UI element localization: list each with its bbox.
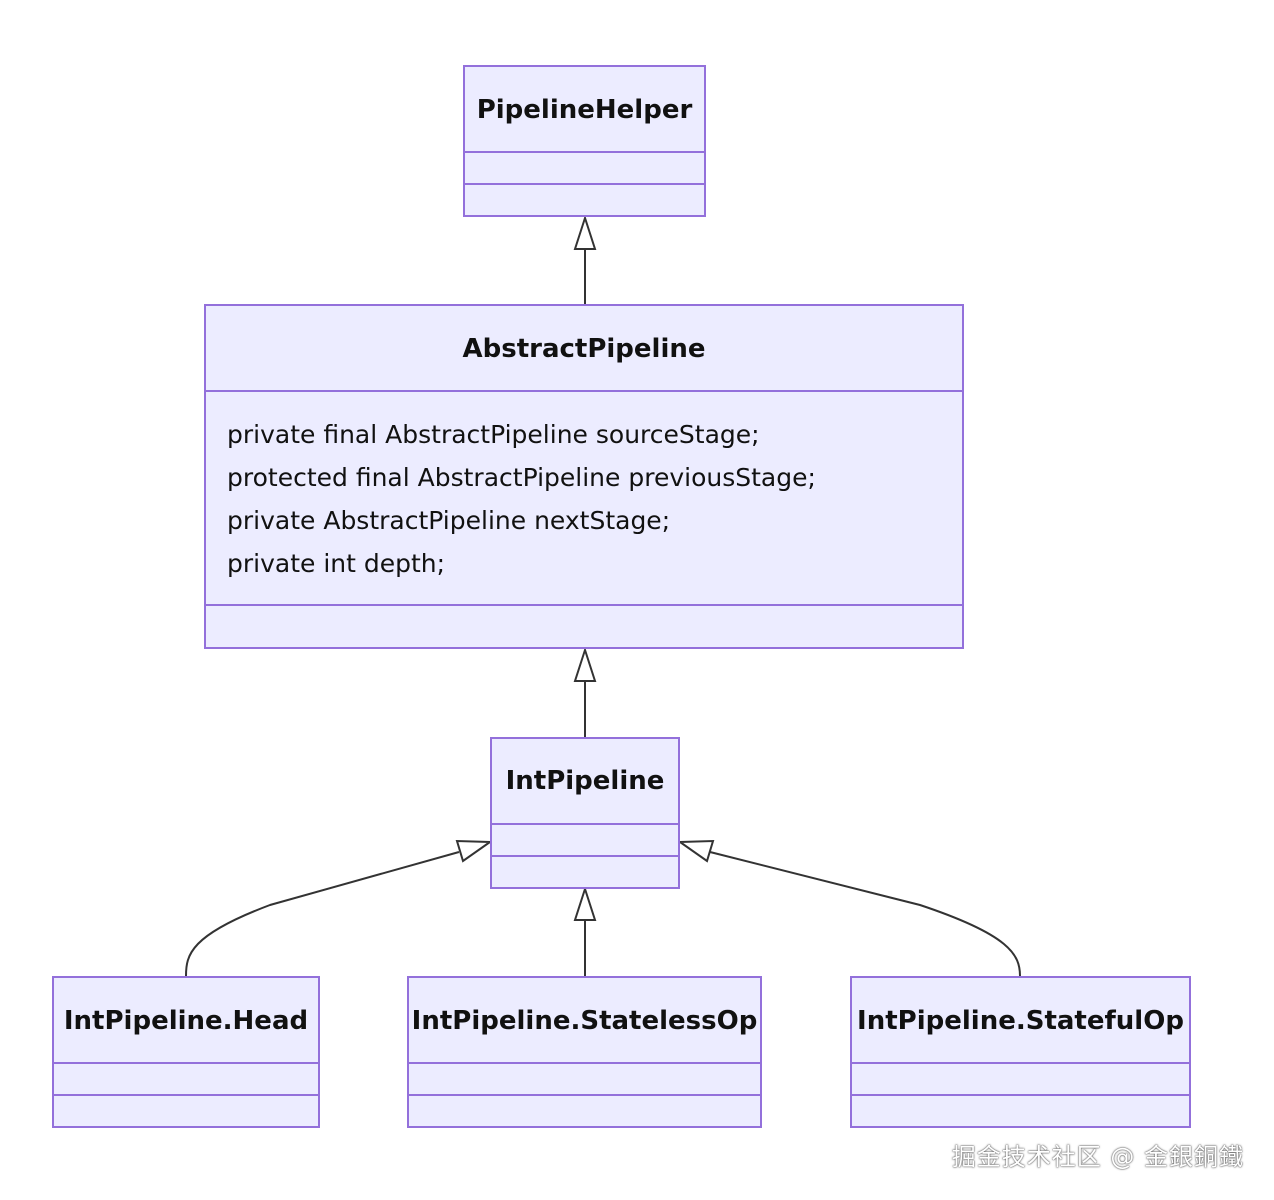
attribute-source-stage: private final AbstractPipeline sourceSta…	[227, 420, 760, 449]
inheritance-arrowhead	[573, 646, 597, 682]
attribute-depth: private int depth;	[227, 549, 445, 578]
class-pipelinehelper[interactable]: PipelineHelper	[463, 65, 706, 217]
edge-intpipeline-to-abstractpipeline	[573, 646, 597, 737]
class-intpipeline-statelessop[interactable]: IntPipeline.StatelessOp	[407, 976, 762, 1128]
edge-statefulop-to-intpipeline	[676, 839, 1021, 977]
edge-statelessop-to-intpipeline	[573, 885, 597, 976]
class-title: IntPipeline.StatelessOp	[412, 1006, 758, 1036]
watermark: 掘金技术社区 @ 金銀銅鐵	[951, 1143, 1244, 1171]
class-intpipeline-statefulop[interactable]: IntPipeline.StatefulOp	[850, 976, 1191, 1128]
inheritance-arrowhead	[676, 839, 715, 863]
class-title: AbstractPipeline	[462, 334, 705, 364]
class-intpipeline[interactable]: IntPipeline	[490, 737, 680, 889]
inheritance-arrowhead	[455, 839, 494, 863]
class-title: IntPipeline	[506, 766, 665, 796]
class-title: PipelineHelper	[477, 95, 693, 125]
class-intpipeline-head[interactable]: IntPipeline.Head	[52, 976, 320, 1128]
edge-abstractpipeline-to-pipelinehelper	[573, 214, 597, 305]
inheritance-arrowhead	[573, 214, 597, 250]
class-title: IntPipeline.Head	[64, 1006, 308, 1036]
class-abstractpipeline[interactable]: AbstractPipeline private final AbstractP…	[204, 304, 964, 649]
attribute-previous-stage: protected final AbstractPipeline previou…	[227, 463, 816, 492]
inheritance-arrowhead	[573, 885, 597, 921]
attribute-next-stage: private AbstractPipeline nextStage;	[227, 506, 670, 535]
edge-head-to-intpipeline	[185, 839, 494, 977]
class-title: IntPipeline.StatefulOp	[857, 1006, 1184, 1036]
